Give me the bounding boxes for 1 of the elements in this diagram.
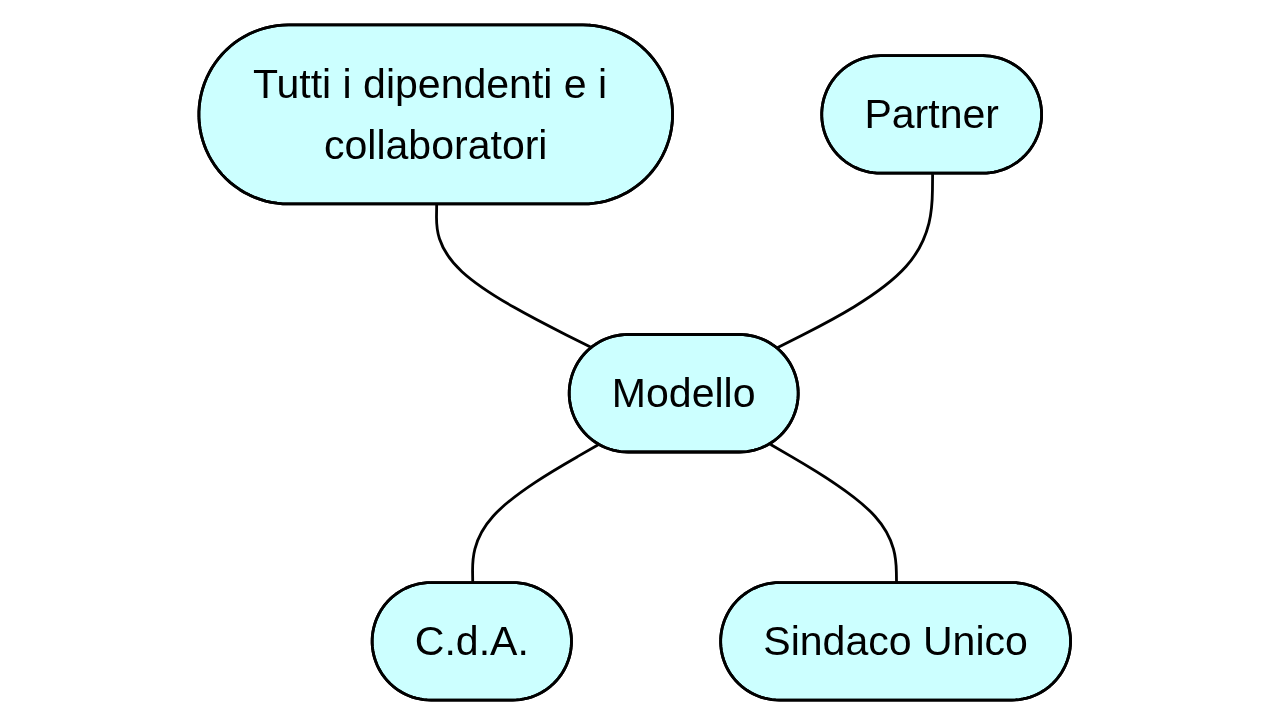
- connector: [776, 174, 935, 350]
